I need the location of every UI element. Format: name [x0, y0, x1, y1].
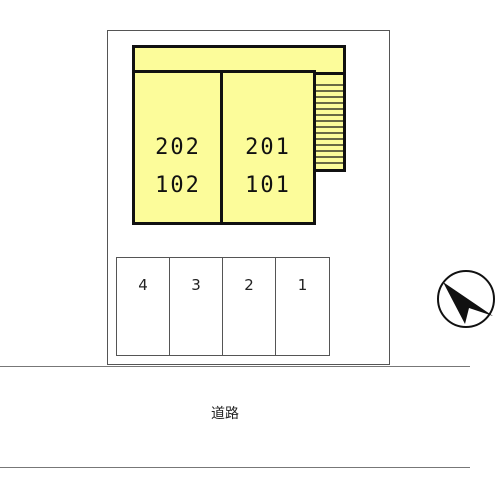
- parking-space-label: 3: [191, 276, 201, 294]
- parking-space-1: 1: [276, 258, 329, 355]
- parking-space-label: 4: [138, 276, 148, 294]
- parking-space-3: 3: [170, 258, 223, 355]
- unit-number-upper: 201: [245, 135, 291, 160]
- parking-space-2: 2: [223, 258, 276, 355]
- unit-number-lower: 101: [245, 173, 291, 198]
- staircase: [313, 72, 346, 172]
- parking-space-label: 1: [297, 276, 308, 294]
- parking-area: 4 3 2 1: [116, 257, 330, 356]
- stairs-icon: [316, 84, 343, 164]
- road-edge-top: [0, 366, 470, 367]
- parking-space-4: 4: [117, 258, 170, 355]
- north-arrow-icon: [437, 270, 495, 328]
- unit-block-right: 201 101: [220, 70, 316, 225]
- unit-block-left: 202 102: [132, 70, 224, 225]
- unit-number-lower: 102: [155, 173, 201, 198]
- unit-number-upper: 202: [155, 135, 201, 160]
- road-label: 道路: [211, 406, 239, 422]
- parking-space-label: 2: [244, 276, 254, 294]
- road-edge-bottom: [0, 467, 470, 468]
